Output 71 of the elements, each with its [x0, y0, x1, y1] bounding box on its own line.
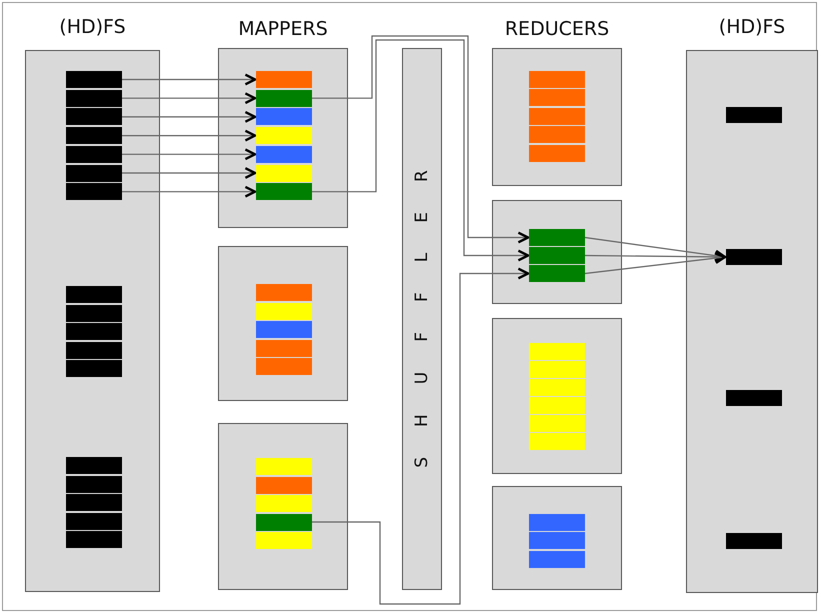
data-block — [529, 514, 585, 531]
data-block — [66, 108, 122, 126]
data-block — [256, 71, 312, 88]
arrow — [122, 186, 256, 198]
data-block — [529, 397, 585, 414]
data-block — [256, 358, 312, 375]
arrow — [584, 252, 726, 274]
data-block — [529, 343, 585, 360]
data-block — [66, 183, 122, 200]
column-heading: (HD)FS — [718, 16, 786, 38]
column-heading: MAPPERS — [237, 18, 329, 40]
data-block — [529, 361, 585, 378]
data-block — [256, 90, 312, 107]
data-block — [256, 340, 312, 356]
data-block — [256, 127, 312, 144]
data-block — [529, 247, 585, 264]
data-block — [256, 146, 312, 163]
data-block — [529, 108, 585, 125]
data-block — [66, 457, 122, 474]
data-block — [256, 458, 312, 475]
arrow — [122, 92, 256, 104]
data-block — [256, 302, 312, 320]
data-block — [529, 265, 585, 282]
data-block — [529, 550, 585, 568]
data-block — [66, 71, 122, 88]
arrow — [584, 236, 726, 262]
data-block — [66, 127, 122, 144]
column-heading: REDUCERS — [504, 18, 610, 40]
data-block — [66, 164, 122, 182]
data-block — [726, 249, 782, 265]
data-block — [529, 144, 585, 162]
data-block — [256, 514, 312, 530]
arrow — [585, 250, 726, 263]
column-heading: (HD)FS — [58, 16, 127, 38]
arrow — [122, 74, 256, 86]
data-block — [726, 390, 782, 406]
data-block — [66, 90, 122, 107]
data-block — [66, 476, 122, 492]
arrow — [122, 167, 256, 179]
data-block — [256, 183, 312, 200]
data-block — [66, 146, 122, 163]
data-block — [529, 415, 585, 432]
data-block — [256, 284, 312, 301]
vertical-label: SHUFFLER — [412, 140, 432, 470]
data-block — [256, 108, 312, 126]
data-block — [66, 494, 122, 511]
arrow — [122, 110, 256, 123]
data-block — [66, 342, 122, 358]
data-block — [529, 71, 585, 88]
data-block — [529, 229, 585, 246]
data-block — [726, 107, 782, 123]
data-block — [66, 531, 122, 548]
data-block — [256, 495, 312, 512]
data-block — [529, 126, 585, 144]
data-block — [256, 476, 312, 494]
data-block — [726, 533, 782, 549]
data-block — [66, 286, 122, 303]
data-block — [66, 360, 122, 377]
data-block — [529, 89, 585, 106]
arrow — [122, 148, 256, 160]
arrow — [312, 268, 530, 605]
data-block — [66, 304, 122, 322]
data-block — [256, 321, 312, 338]
data-block — [256, 164, 312, 182]
data-block — [66, 323, 122, 340]
data-block — [66, 512, 122, 530]
data-block — [529, 433, 585, 450]
arrow — [122, 130, 256, 142]
data-block — [256, 532, 312, 549]
data-block — [529, 379, 585, 396]
data-block — [529, 532, 585, 550]
